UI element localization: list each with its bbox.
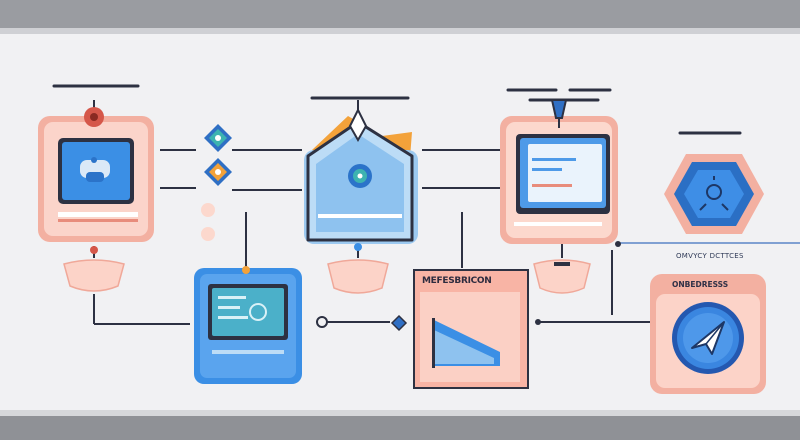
bottom-band-shadow <box>0 410 800 416</box>
monitor-card <box>38 116 154 242</box>
top-band-shadow <box>0 28 800 34</box>
decor-dot <box>201 203 215 217</box>
connector-node <box>316 316 328 328</box>
document-screen-icon <box>528 144 602 202</box>
monitor-icon <box>80 157 110 182</box>
document-heading: MEFESBRICON <box>422 276 492 286</box>
decor-dot <box>201 227 215 241</box>
bowl-icon <box>533 244 591 294</box>
pin-icon <box>242 232 250 274</box>
connector-node <box>615 241 621 247</box>
header-dashes <box>52 84 742 135</box>
paper-plane-icon <box>691 321 725 355</box>
hexagon-card <box>664 154 764 234</box>
diamond-icon <box>204 124 232 152</box>
tablet-screen-card <box>194 268 302 384</box>
chart-document-card <box>413 269 529 389</box>
document-screen-card <box>500 116 618 244</box>
tablet-screen-icon <box>249 303 267 321</box>
bottom-band <box>0 416 800 440</box>
home-tag-card <box>304 116 418 244</box>
home-tag-icon <box>348 164 372 188</box>
bowl-icon <box>63 246 125 292</box>
top-band <box>0 0 800 28</box>
hexagon-gear-icon <box>699 176 729 211</box>
paper-plane-card <box>650 274 766 394</box>
side-caption: OMVYCY DCTTCES <box>676 252 744 260</box>
chart-document-icon <box>432 318 500 368</box>
diamond-icon <box>390 314 408 332</box>
badge-heading: ONBEDRESSS <box>672 280 729 289</box>
connector-node <box>535 319 541 325</box>
bowl-icon <box>327 243 389 294</box>
diamond-icon <box>204 158 232 186</box>
pin-icon <box>550 99 568 128</box>
pen-tip-icon <box>348 100 368 143</box>
pin-icon <box>84 100 104 127</box>
